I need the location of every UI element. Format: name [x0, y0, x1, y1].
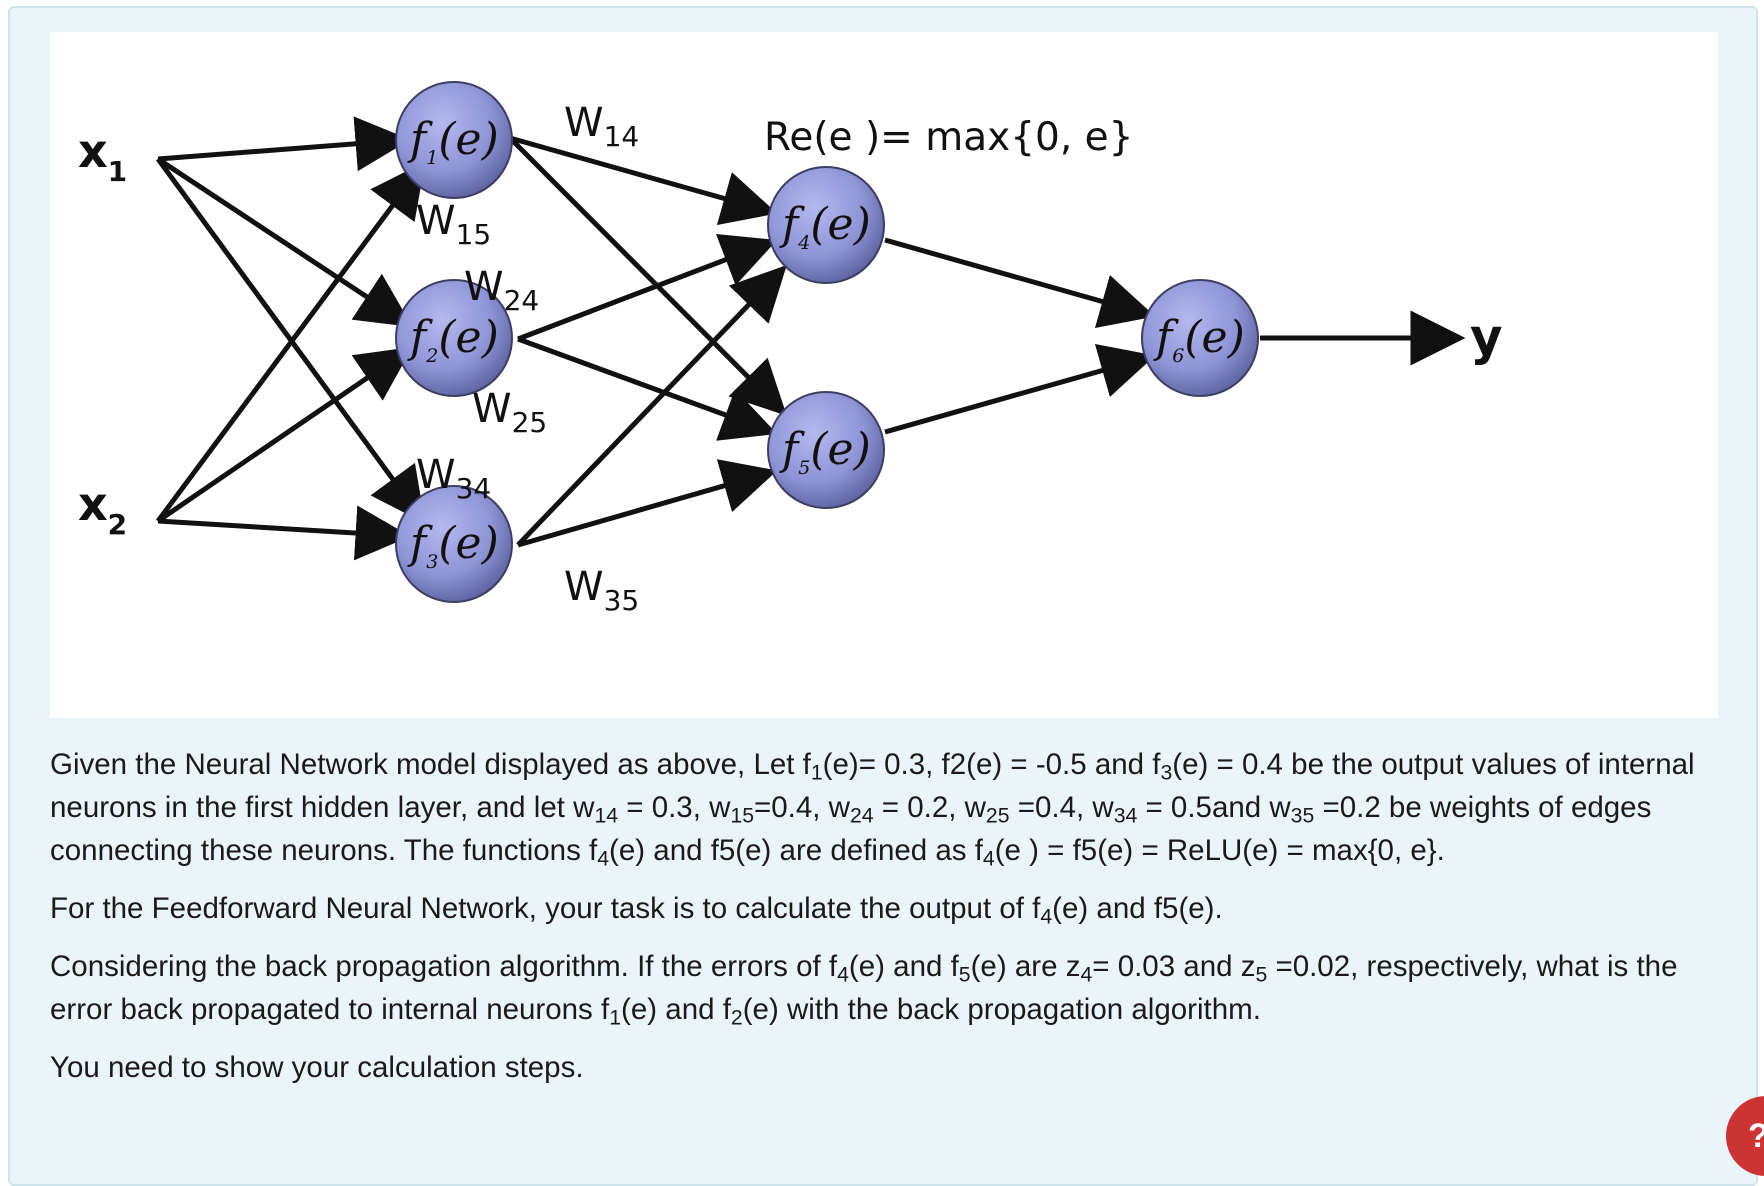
neuron-circle [1141, 279, 1259, 397]
weight-w14-label: W14 [564, 100, 639, 153]
neuron-f1: f1(e) [395, 81, 513, 199]
neuron-circle [395, 81, 513, 199]
neural-network-figure: f1(e) f2(e) f3(e) f4(e) f5(e) f6(e) x1 x2 W14… [50, 32, 1718, 718]
neuron-circle [395, 485, 513, 603]
edge-f4-f6 [884, 237, 1156, 328]
question-paragraph-backprop: Considering the back propagation algorit… [50, 950, 1678, 1030]
question-paragraph-task: For the Feedforward Neural Network, your… [50, 892, 1223, 929]
neuron-f3: f3(e) [395, 485, 513, 603]
edge-x1-f3 [155, 157, 426, 524]
neuron-label: f4(e) [779, 199, 871, 254]
weight-w15-label: W15 [416, 198, 491, 251]
neuron-f6: f6(e) [1141, 279, 1259, 397]
edge-f2-f5 [517, 336, 778, 441]
weight-w24-label: W24 [464, 264, 539, 317]
edge-x1-f2 [156, 156, 413, 328]
network-diagram: f1(e) f2(e) f3(e) f4(e) f5(e) f6(e) x1 x2 W14… [78, 81, 1503, 617]
edge-x2-f1 [155, 161, 426, 523]
neuron-label: f2(e) [407, 312, 499, 367]
question-text: Given the Neural Network model displayed… [50, 743, 1730, 1104]
nodes: f1(e) f2(e) f3(e) f4(e) f5(e) f6(e) [395, 81, 1259, 603]
edge-x1-f1 [157, 116, 411, 172]
weight-w34-label: W34 [416, 452, 491, 505]
neuron-f2: f2(e) [395, 279, 513, 397]
neuron-label: f6(e) [1153, 312, 1245, 367]
edge-f1-f5 [508, 136, 787, 416]
activation-label: Re(e )= max{0, e} [764, 115, 1133, 160]
edge-f2-f4 [517, 233, 778, 342]
neuron-circle [395, 279, 513, 397]
weight-w35-label: W35 [564, 564, 639, 617]
edge-f3-f5 [517, 459, 778, 548]
question-panel: f1(e) f2(e) f3(e) f4(e) f5(e) f6(e) x1 x2 W14… [8, 6, 1758, 1186]
output-y-label: y [1470, 308, 1503, 366]
question-paragraph-given: Given the Neural Network model displayed… [50, 748, 1695, 871]
edge-f5-f6 [884, 344, 1156, 435]
edges [155, 116, 1466, 561]
neuron-label: f5(e) [779, 424, 871, 479]
neuron-circle [767, 391, 885, 509]
edge-x2-f2 [156, 346, 413, 524]
neuron-label: f1(e) [407, 114, 499, 169]
input-x1-label: x1 [78, 124, 127, 188]
edge-f3-f4 [516, 265, 787, 547]
neuron-label: f3(e) [407, 518, 499, 573]
neuron-f4: f4(e) [767, 166, 885, 284]
weight-w25-label: W25 [472, 386, 547, 439]
input-x2-label: x2 [78, 477, 127, 541]
neuron-circle [767, 166, 885, 284]
edge-x2-f3 [157, 505, 411, 561]
edge-f1-f4 [509, 135, 778, 226]
question-paragraph-steps: You need to show your calculation steps. [50, 1051, 584, 1084]
neuron-f5: f5(e) [767, 391, 885, 509]
